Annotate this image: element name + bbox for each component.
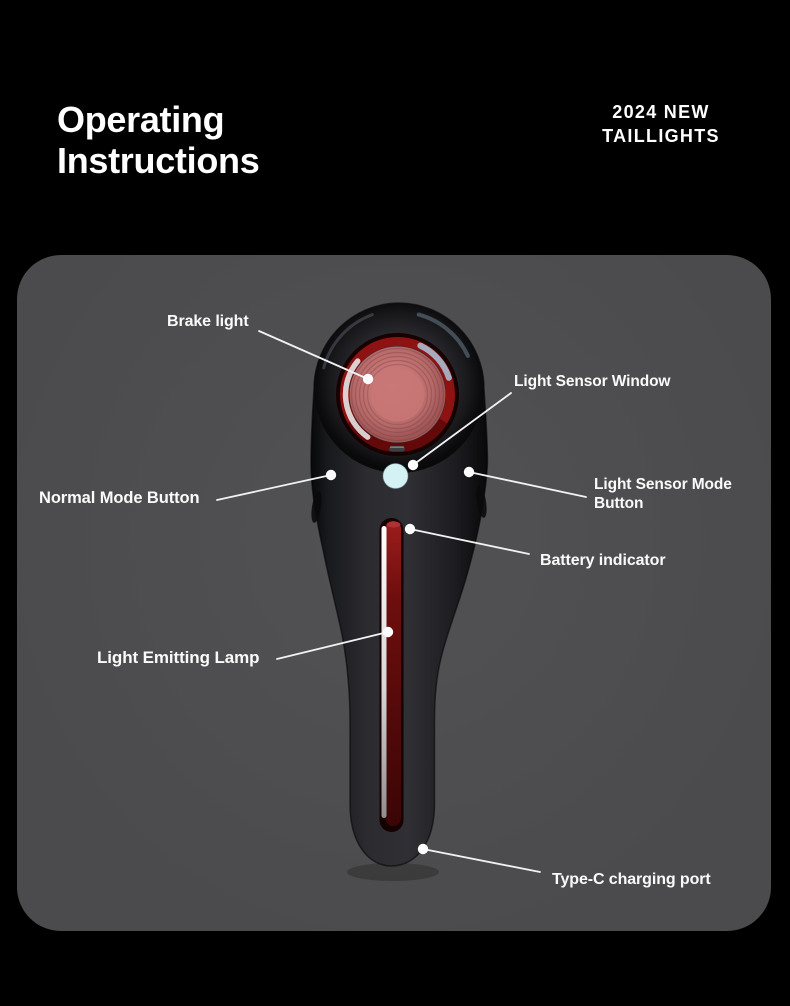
label-light-emitting-lamp: Light Emitting Lamp — [97, 648, 260, 667]
badge-2024-new-taillights: 2024 NEW TAILLIGHTS — [570, 100, 752, 148]
badge-line2: TAILLIGHTS — [602, 126, 720, 146]
page-title-line1: Operating — [57, 99, 225, 140]
label-type-c-charging-port: Type-C charging port — [552, 871, 711, 888]
label-brake-light: Brake light — [167, 313, 249, 330]
label-light-sensor-window: Light Sensor Window — [514, 373, 671, 390]
diagram-panel — [17, 255, 771, 931]
page-title: Operating Instructions — [57, 99, 260, 181]
badge-line1: 2024 NEW — [612, 102, 710, 122]
label-normal-mode-button: Normal Mode Button — [39, 489, 200, 507]
page-title-line2: Instructions — [57, 140, 260, 181]
label-light-sensor-mode-button: Light Sensor Mode Button — [594, 476, 732, 512]
label-battery-indicator: Battery indicator — [540, 552, 666, 569]
